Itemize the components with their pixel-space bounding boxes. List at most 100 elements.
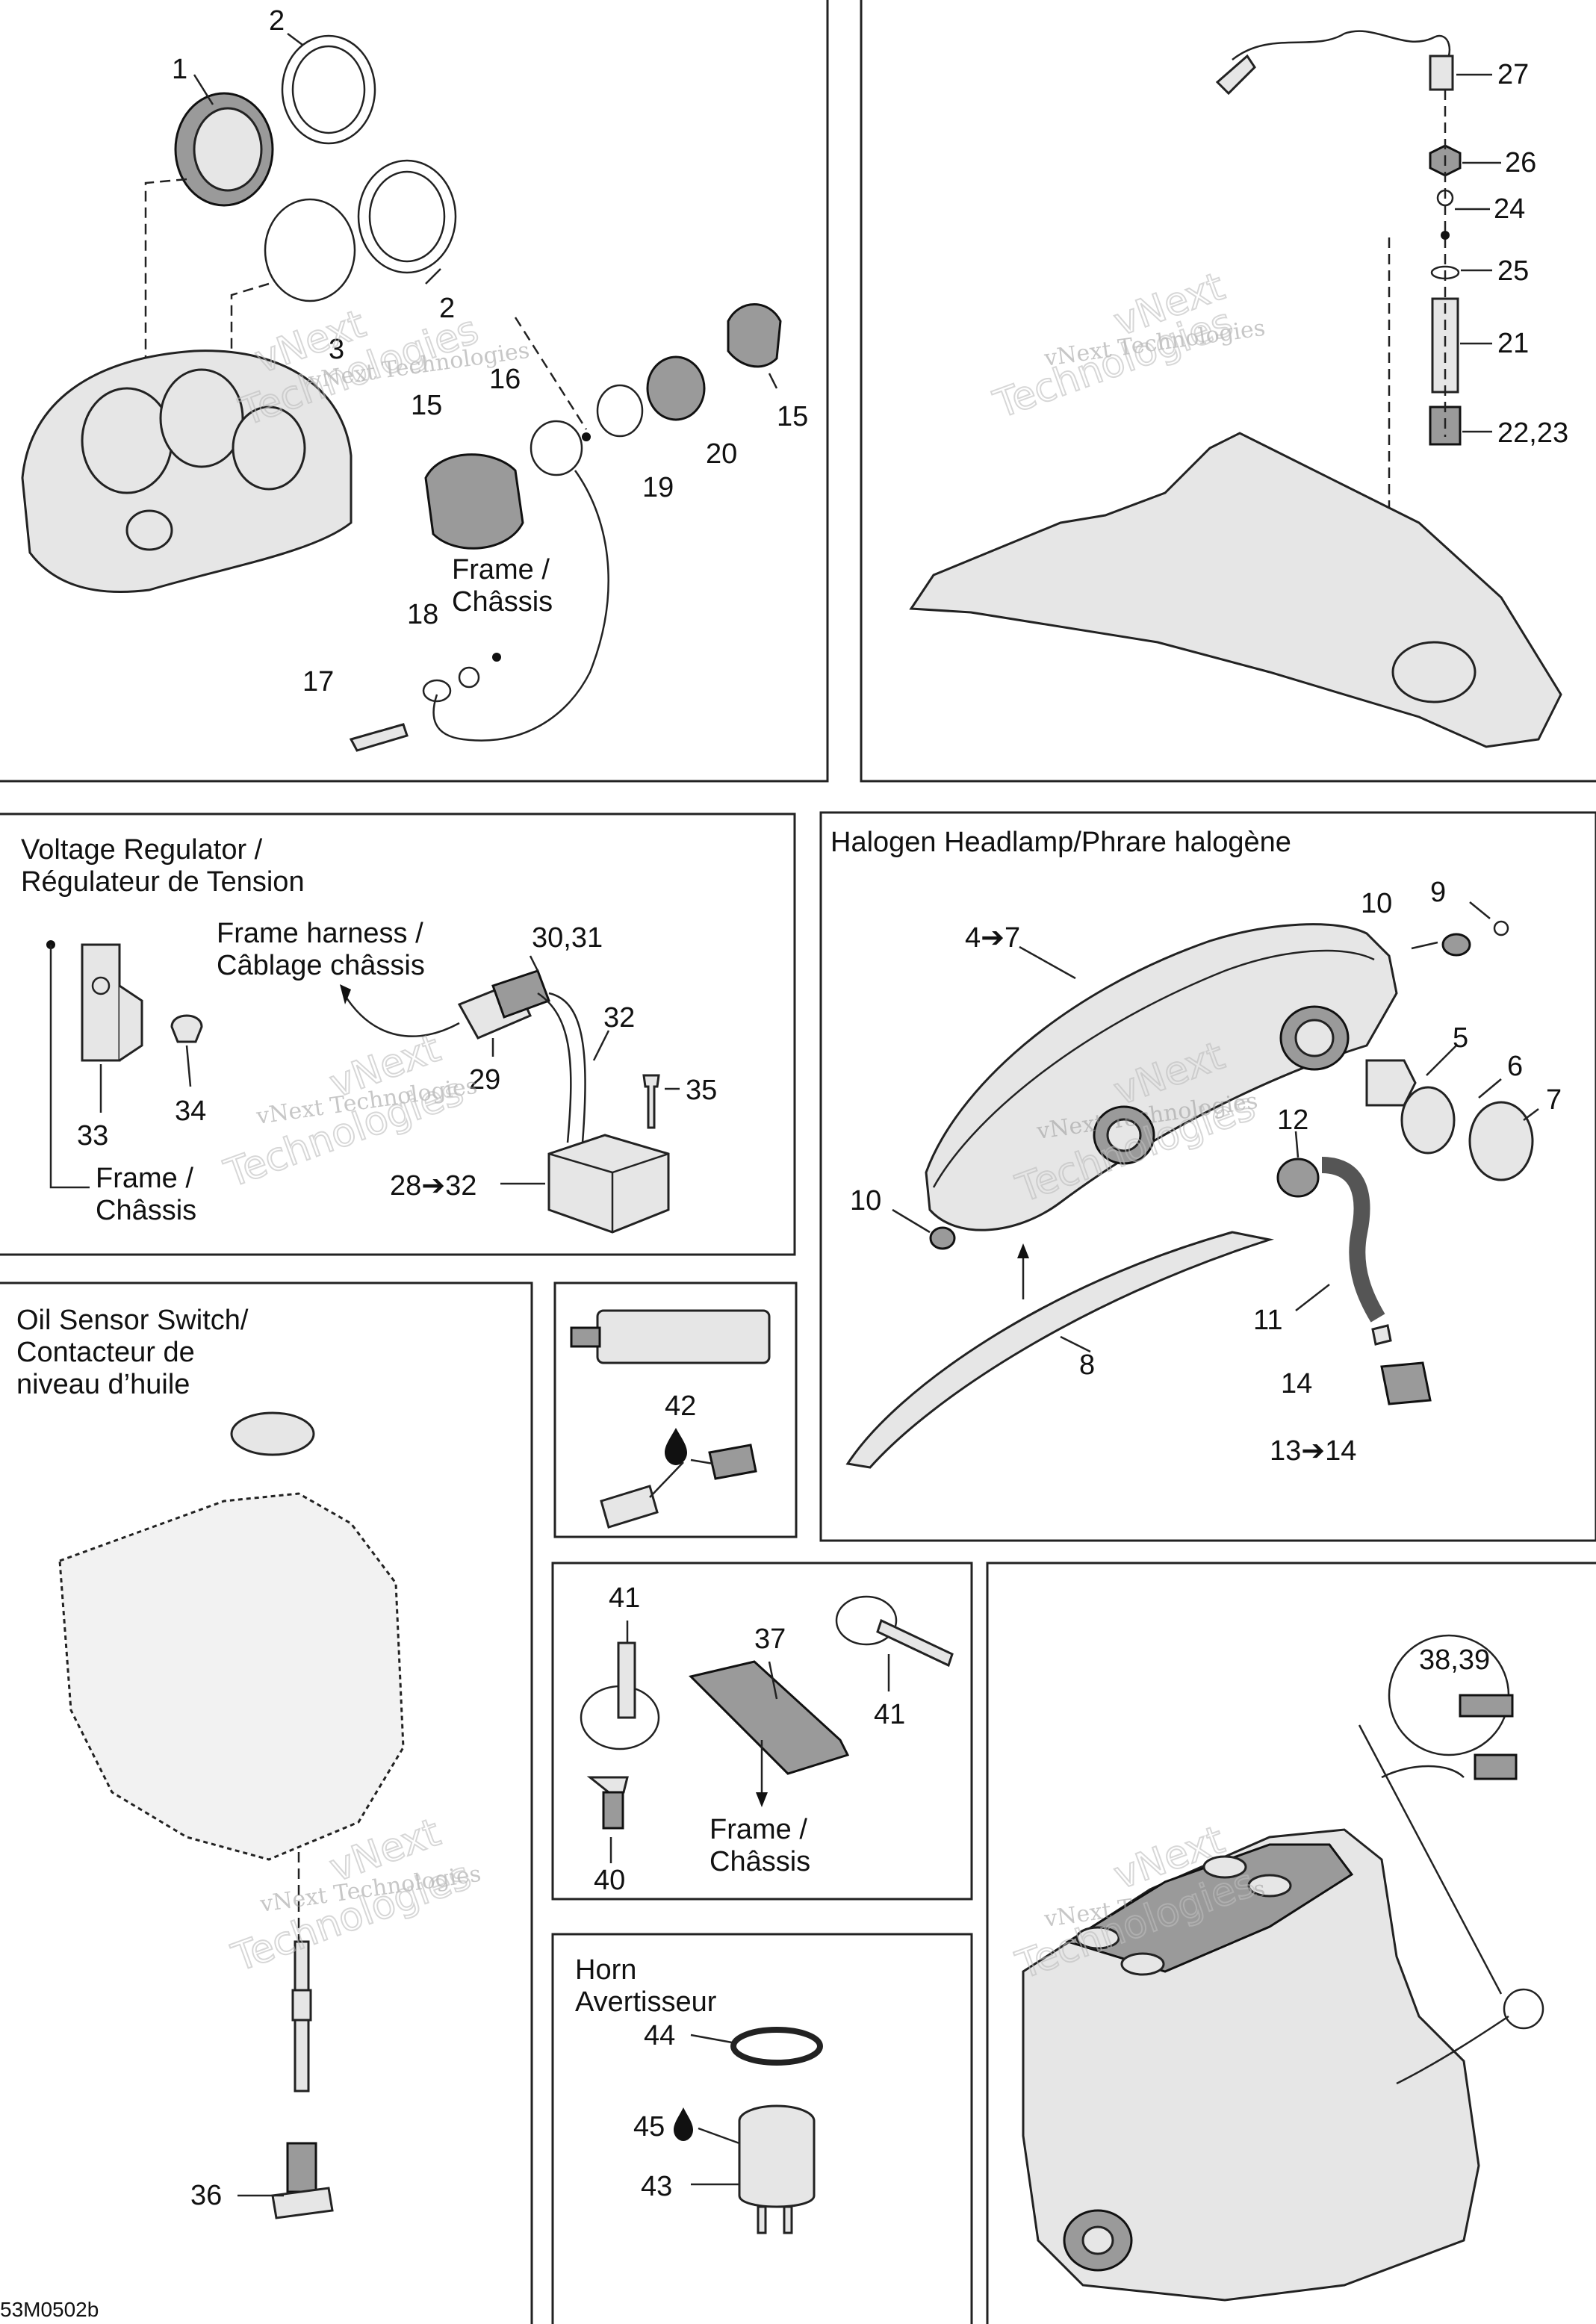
seal-strip-8 (845, 1231, 1274, 1469)
callout-28-32: 28➔32 (390, 1170, 476, 1202)
callout-44: 44 (644, 2020, 675, 2051)
callout-30-31: 30,31 (532, 922, 603, 954)
lanyard-clip (1215, 54, 1256, 96)
bracket-33-side (119, 984, 143, 1062)
callout-29: 29 (469, 1064, 500, 1096)
oil-tank-group (58, 1411, 405, 2219)
callout-16: 16 (489, 364, 521, 395)
bolt-17 (349, 723, 409, 752)
oil-tank-cap (230, 1411, 315, 1456)
oil-sensor-36 (286, 2142, 317, 2193)
panel-gauges-frame (0, 0, 829, 783)
frame-harness-wire (342, 992, 460, 1037)
boot-20 (646, 355, 706, 421)
callout-12: 12 (1277, 1104, 1308, 1136)
panel-voltage-frame (0, 813, 796, 1256)
console-body (909, 432, 1562, 748)
callout-41-right: 41 (874, 1699, 905, 1730)
voltage-callouts: Voltage Regulator / Régulateur de Tensio… (21, 834, 717, 1226)
grease-group (570, 1309, 771, 1529)
callout-4-7: 4➔7 (965, 922, 1020, 954)
conduit-37 (689, 1660, 850, 1775)
callout-17: 17 (302, 666, 334, 697)
vent-tube-11 (1321, 1157, 1385, 1323)
dash-key (514, 317, 588, 430)
callout-10-bottom: 10 (850, 1185, 881, 1217)
gauge-callouts: 1 2 2 3 15 16 15 19 20 Frame / Châssis 1… (172, 5, 808, 697)
callout-6: 6 (1507, 1051, 1523, 1082)
headlamp-group (845, 901, 1539, 1469)
clip-40 (602, 1791, 624, 1830)
bezel-2-mid (357, 159, 457, 274)
oil-callouts: Oil Sensor Switch/ Contacteur de niveau … (16, 1305, 249, 2211)
grease-drop-icon (665, 1428, 687, 1465)
connector-female (600, 1485, 659, 1529)
gauge-opening-right (232, 406, 306, 491)
star-washer-18 (458, 666, 480, 689)
gauge-1-face (193, 107, 263, 192)
bulb-5 (1365, 1059, 1417, 1107)
callout-27: 27 (1497, 59, 1529, 90)
tie-41-right (876, 1618, 954, 1668)
panel-key-frame (860, 0, 1596, 783)
dash-lens3 (230, 282, 270, 351)
bezel-2-top-inner (291, 45, 366, 134)
voltage-regulator-group (46, 940, 680, 1234)
callout-25: 25 (1497, 255, 1529, 287)
callout-3: 3 (329, 334, 344, 365)
grommet-10-top (1441, 933, 1471, 957)
callout-9: 9 (1430, 877, 1446, 908)
callout-7: 7 (1546, 1084, 1562, 1116)
oil-title-3: niveau d’huile (16, 1369, 190, 1400)
connector-male (708, 1444, 757, 1480)
oil-tank (58, 1492, 405, 1861)
horn-title-1: Horn (575, 1954, 636, 1986)
dash-gauge1 (144, 178, 187, 358)
console-callouts: 27 26 24 25 21 22,23 (1494, 59, 1568, 449)
connector-30-31 (491, 969, 550, 1019)
console-opening (1391, 641, 1477, 703)
callout-2-mid: 2 (439, 293, 455, 324)
plug-14 (1371, 1324, 1392, 1346)
callout-8: 8 (1079, 1349, 1095, 1381)
callout-26: 26 (1505, 147, 1536, 178)
callout-5: 5 (1453, 1022, 1468, 1054)
regulator-box (547, 1134, 670, 1234)
callout-15-left: 15 (411, 390, 442, 421)
grommet-10-bottom (929, 1226, 956, 1250)
ring-17 (422, 679, 452, 703)
gauge-frame-label-1: Frame / (452, 554, 550, 585)
ties-group (580, 1595, 954, 1863)
panel-grease-frame (553, 1281, 798, 1538)
panel-oil-frame (0, 1281, 533, 2324)
callout-22-23: 22,23 (1497, 417, 1568, 449)
panel-headlamp-frame (819, 811, 1596, 1542)
clip-40-head (586, 1776, 629, 1794)
horn-group (674, 2027, 823, 2234)
horn-callouts: Horn Avertisseur 44 45 43 (575, 1954, 717, 2202)
ring-terminal-16 (530, 420, 583, 476)
ties-frame-label-2: Châssis (709, 1846, 810, 1877)
oil-title-2: Contacteur de (16, 1337, 195, 1368)
voltage-title-2: Régulateur de Tension (21, 866, 305, 898)
gauge-opening-center (159, 368, 244, 468)
callout-37: 37 (754, 1624, 786, 1655)
boot-7 (1468, 1101, 1534, 1181)
bracket-33 (81, 943, 121, 1062)
callout-33: 33 (77, 1120, 108, 1152)
frame-harness-label-1: Frame harness / (217, 918, 423, 949)
horn-title-2: Avertisseur (575, 1986, 717, 2018)
callout-34: 34 (175, 1096, 206, 1127)
callout-32: 32 (603, 1002, 635, 1034)
callout-14: 14 (1281, 1368, 1312, 1399)
callout-36: 36 (190, 2180, 222, 2211)
grease-drop-icon-horn (674, 2107, 693, 2141)
ring-19 (596, 384, 644, 438)
console-group (909, 30, 1562, 748)
tie-41-right-loop (835, 1595, 898, 1646)
engine-group (1022, 1634, 1544, 2302)
callout-45: 45 (633, 2111, 665, 2143)
key-switch-15-right (727, 303, 782, 368)
coil-cord (1232, 30, 1451, 72)
ties-frame-label-1: Frame / (709, 1814, 807, 1845)
